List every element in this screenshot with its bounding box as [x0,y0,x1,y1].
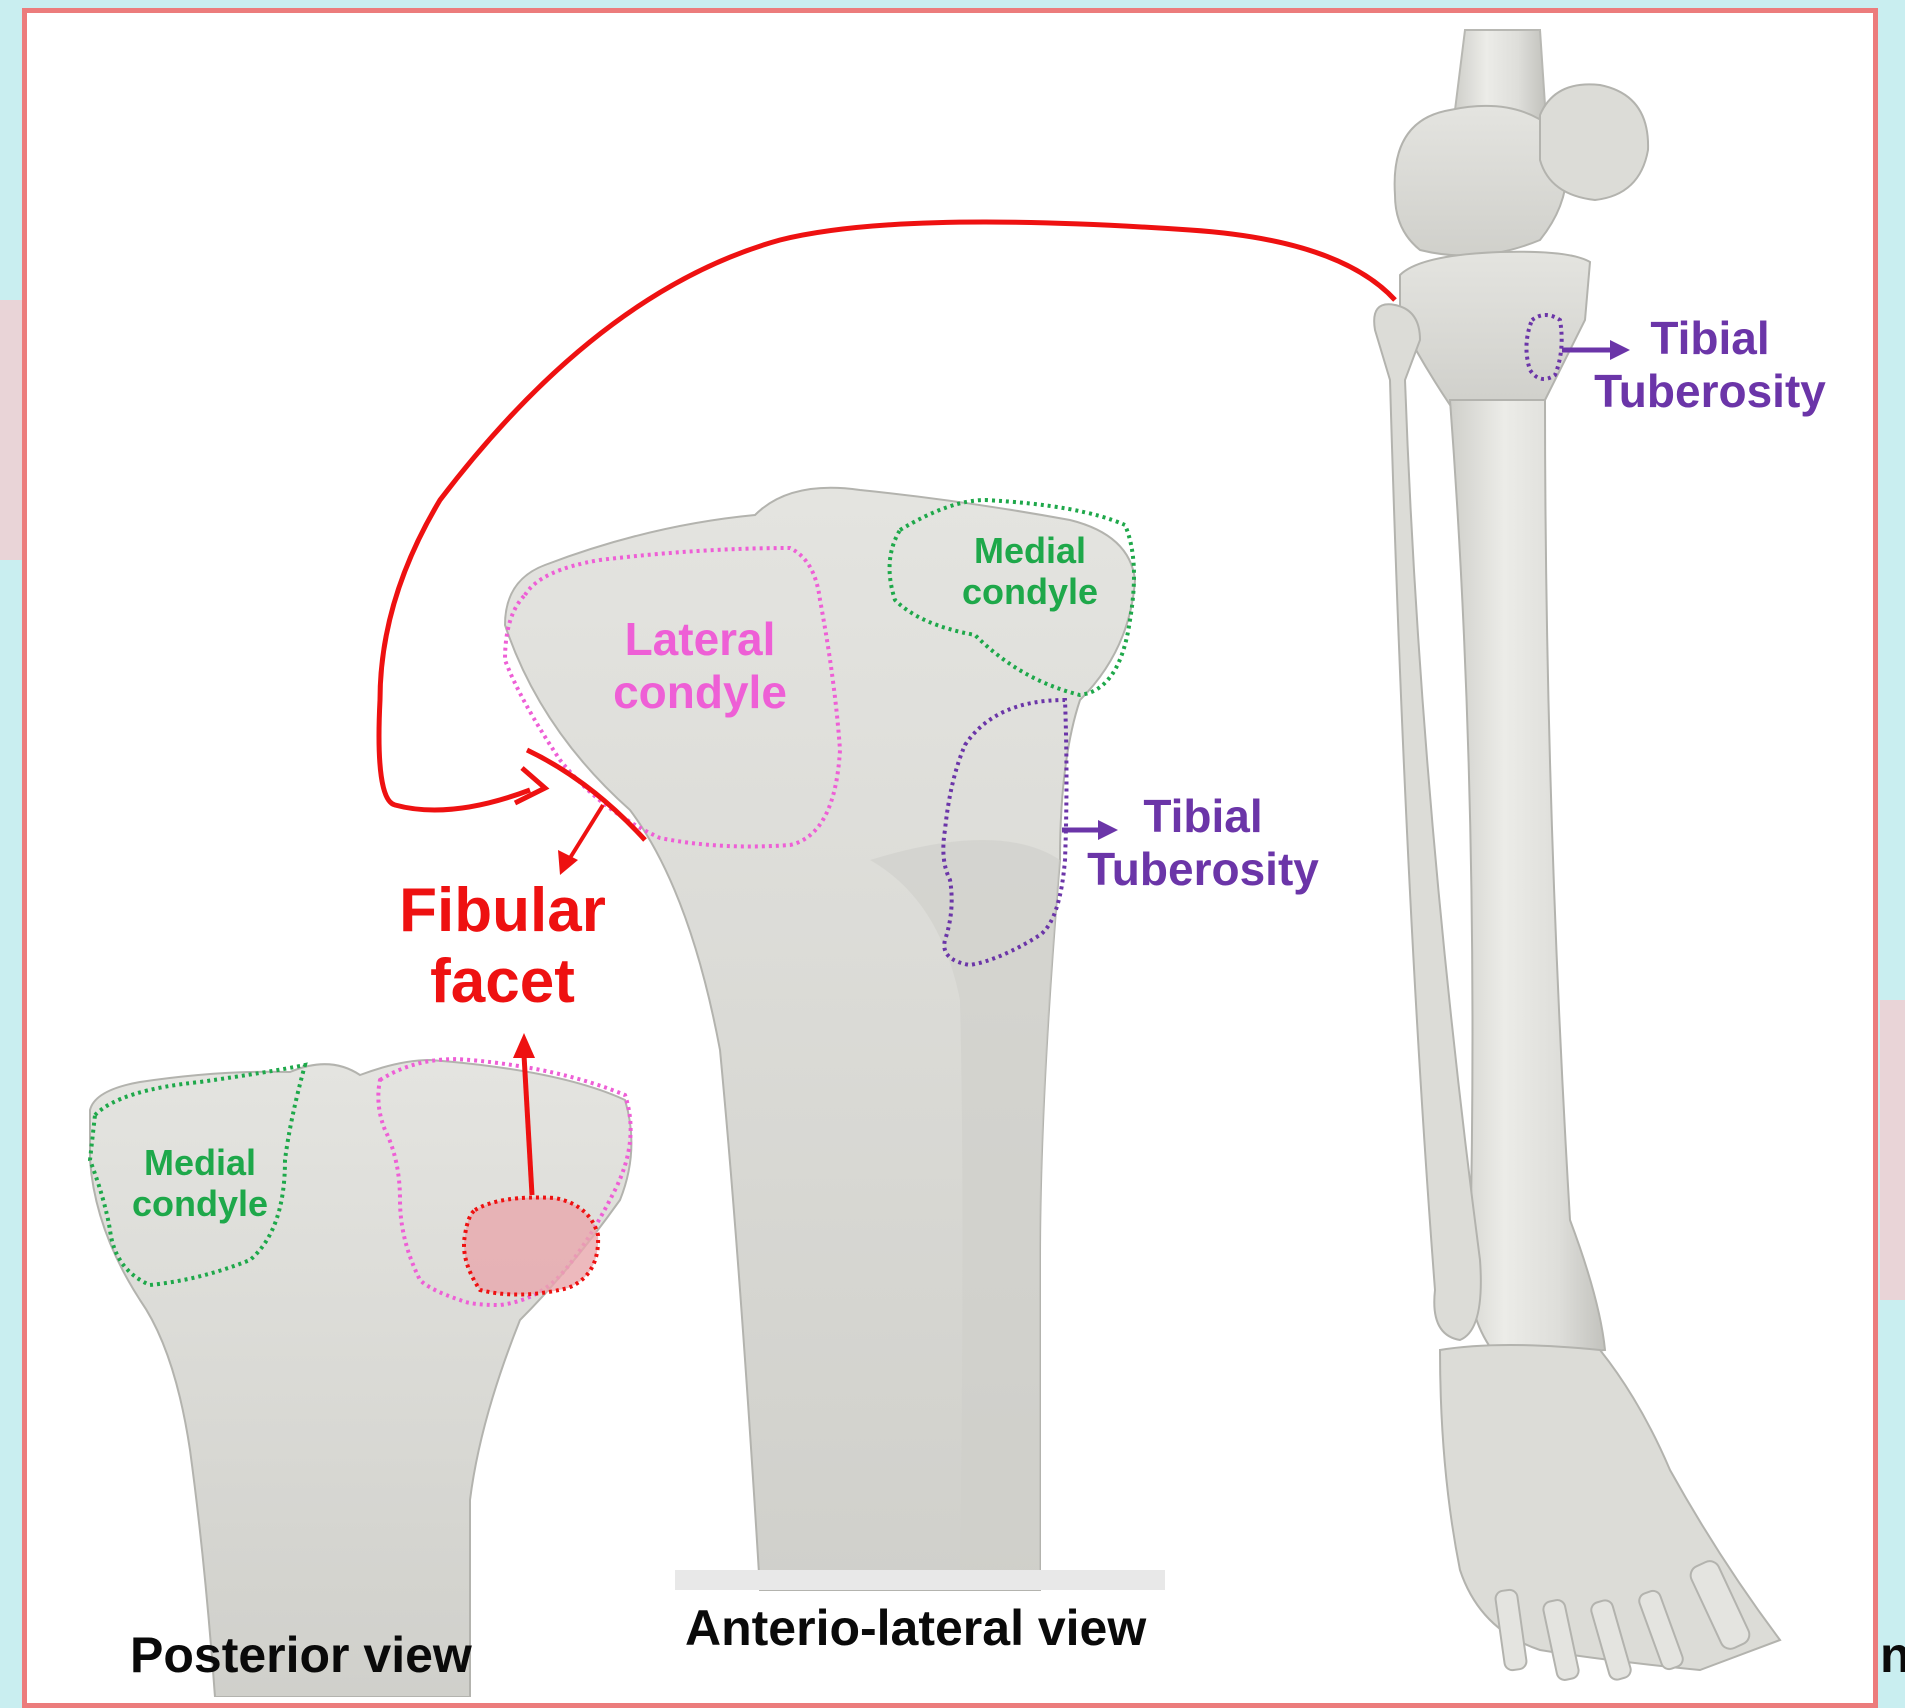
medial-condyle-label: Medial condyle [960,530,1100,613]
patella-bone [1540,84,1648,200]
fibular-facet-up-arrowhead [513,1033,535,1058]
fibular-facet-region [464,1198,598,1295]
posterior-medial-condyle-label: Medial condyle [125,1142,275,1225]
fibular-facet-label: Fibular facet [390,875,615,1018]
fibular-facet-down-arrow [570,805,603,858]
corner-text-fragment: n [1880,1627,1905,1685]
full-leg-skeleton [1374,30,1780,1681]
leg-tibial-tuberosity-label: Tibial Tuberosity [1585,312,1835,418]
posterior-tibia [90,1033,631,1697]
leg-tibia-plateau [1400,252,1590,405]
lateral-condyle-label: Lateral condyle [600,613,800,719]
connector-arrowhead [515,768,545,803]
posterior-view-caption: Posterior view [130,1627,472,1685]
tibial-tuberosity-label: Tibial Tuberosity [1078,790,1328,896]
anterio-lateral-view-caption: Anterio-lateral view [685,1600,1146,1658]
bone-base-shadow [675,1570,1165,1590]
